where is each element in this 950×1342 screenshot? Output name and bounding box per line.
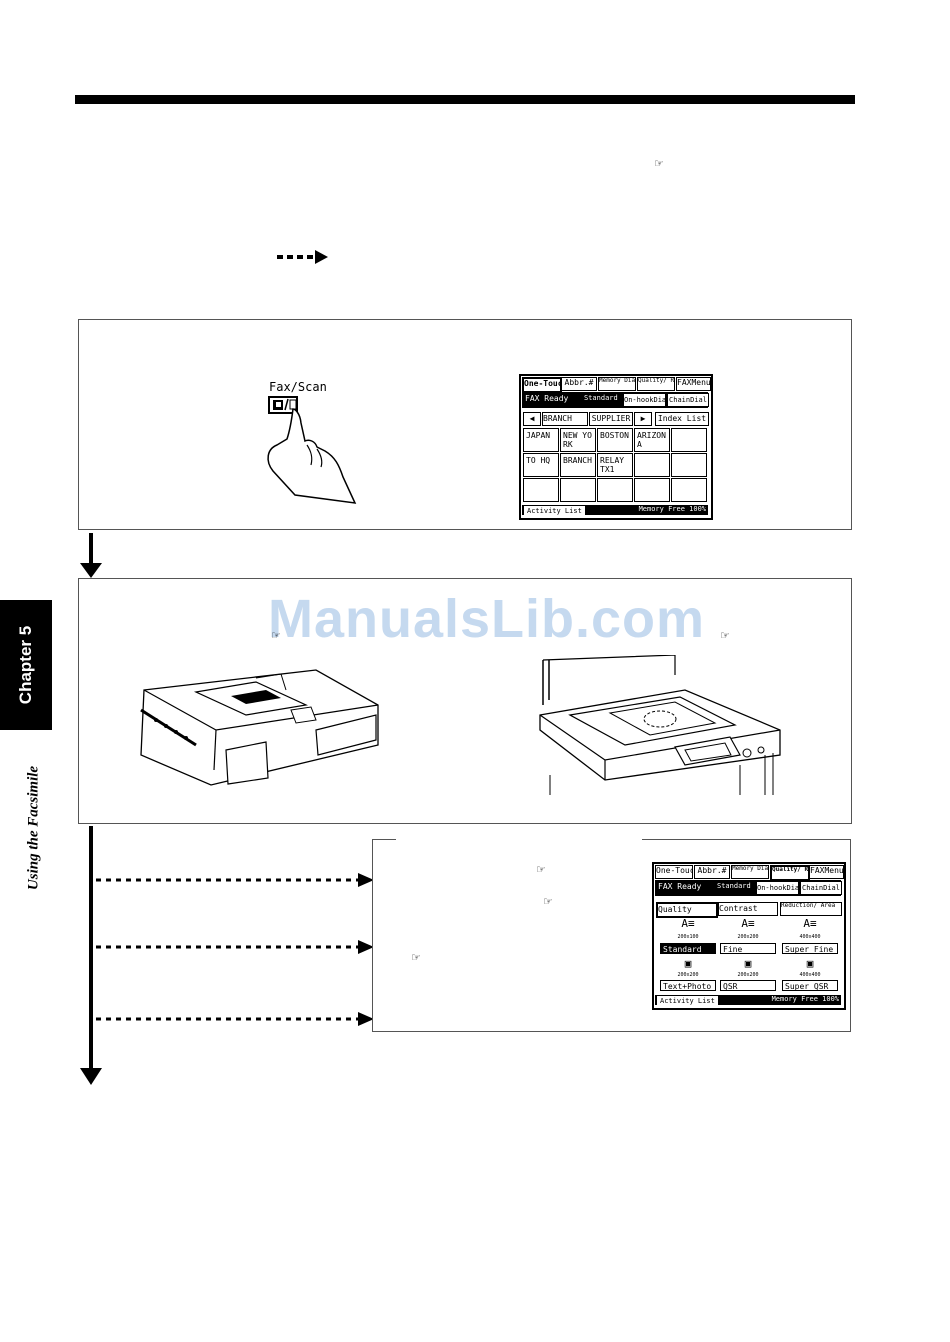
fax-touch-panel-quality: One-Touch Abbr.# Memory Dialing Quality/…: [652, 862, 846, 1010]
fax-touch-panel-one-touch: One-Touch Abbr.# Memory Dialing Quality/…: [519, 374, 713, 520]
memory-free-percent: 100%: [689, 505, 706, 513]
on-hook-dial-button[interactable]: On-hookDial: [623, 393, 666, 407]
memory-free-text: Memory Free 100%: [772, 995, 839, 1003]
dotted-arrow-right-icon: [96, 873, 374, 887]
one-touch-key[interactable]: [560, 478, 596, 502]
text-resolution-icon: A≡: [741, 917, 755, 930]
footer-bar: Activity List Memory Free 100%: [522, 505, 708, 516]
platen-glass-illustration: [539, 655, 781, 795]
dashed-arrow-right-icon: [277, 250, 328, 264]
document-feeder-illustration: [140, 669, 379, 786]
one-touch-key[interactable]: [671, 453, 707, 477]
quality-option-button[interactable]: Standard: [660, 943, 716, 954]
tab-memory-dialing[interactable]: Memory Dialing: [598, 377, 636, 391]
reference-icon: ☞: [654, 157, 664, 170]
prev-arrow-icon[interactable]: ◀: [523, 412, 541, 426]
memory-free-label: Memory Free: [638, 505, 685, 513]
resolution-label: 400x400: [799, 934, 821, 940]
tab-memory-dialing[interactable]: Memory Dialing: [731, 865, 769, 879]
reference-icon: ☞: [271, 629, 281, 642]
box-title-gap: [396, 837, 642, 841]
subtab-contrast[interactable]: Contrast: [718, 902, 778, 916]
tab-quality-reduction[interactable]: Quality/ Reduction: [637, 377, 675, 391]
one-touch-key[interactable]: [634, 478, 670, 502]
quality-option-button[interactable]: Super Fine: [782, 943, 838, 954]
tab-fax-menu[interactable]: FAXMenu: [809, 865, 844, 879]
reference-icon: ☞: [411, 951, 421, 964]
photo-resolution-icon: ▣: [684, 957, 692, 970]
chapter-label: Chapter 5: [16, 625, 35, 705]
watermark-text: ManualsLib.com: [268, 589, 706, 649]
chain-dial-button[interactable]: ChainDial: [667, 393, 709, 407]
step-1-box: [78, 319, 852, 530]
quality-option-button[interactable]: Text+Photo: [660, 980, 716, 991]
resolution-label: 400x400: [799, 972, 821, 978]
mode-text: Standard: [584, 394, 618, 402]
one-touch-key[interactable]: BOSTON: [597, 428, 633, 452]
dotted-arrow-right-icon: [96, 1012, 374, 1026]
status-text: FAX Ready: [658, 882, 702, 891]
group-branch-button[interactable]: BRANCH: [542, 412, 588, 426]
text-resolution-icon: A≡: [803, 917, 817, 930]
subtab-reduction-area[interactable]: Reduction/ Area: [780, 902, 842, 916]
one-touch-key[interactable]: [523, 478, 559, 502]
memory-free-label: Memory Free: [771, 995, 818, 1003]
chain-dial-button[interactable]: ChainDial: [800, 881, 842, 895]
fax-scan-key-label: Fax/Scan: [269, 380, 327, 394]
tab-quality-reduction[interactable]: Quality/ Reduction: [770, 865, 810, 881]
tab-one-touch[interactable]: One-Touch: [655, 865, 693, 879]
one-touch-key[interactable]: JAPAN: [523, 428, 559, 452]
mode-text: Standard: [717, 882, 751, 890]
fax-scan-key-press-illustration: [267, 396, 357, 504]
resolution-label: 200x200: [677, 972, 699, 978]
reference-icon: ☞: [543, 895, 553, 908]
activity-list-button[interactable]: Activity List: [657, 996, 718, 1006]
quality-option-button[interactable]: Super QSR: [782, 980, 838, 991]
header-rule: [75, 95, 855, 104]
one-touch-key[interactable]: [634, 453, 670, 477]
memory-free-text: Memory Free 100%: [639, 505, 706, 513]
tab-abbr[interactable]: Abbr.#: [694, 865, 730, 879]
photo-resolution-icon: ▣: [744, 957, 752, 970]
status-text: FAX Ready: [525, 394, 569, 403]
one-touch-key[interactable]: NEW YO RK: [560, 428, 596, 452]
chapter-tab: Chapter 5: [0, 600, 52, 730]
group-supplier-button[interactable]: SUPPLIER: [589, 412, 633, 426]
activity-list-button[interactable]: Activity List: [524, 506, 585, 516]
reference-icon: ☞: [720, 629, 730, 642]
one-touch-key[interactable]: [671, 428, 707, 452]
tab-one-touch[interactable]: One-Touch: [522, 377, 562, 393]
down-arrow-icon: [80, 533, 102, 578]
photo-resolution-icon: ▣: [806, 957, 814, 970]
one-touch-key[interactable]: TO HQ: [523, 453, 559, 477]
one-touch-key[interactable]: [597, 478, 633, 502]
tab-abbr[interactable]: Abbr.#: [561, 377, 597, 391]
resolution-label: 200x200: [737, 972, 759, 978]
quality-option-button[interactable]: QSR: [720, 980, 776, 991]
main-down-arrow-icon: [80, 826, 102, 1085]
one-touch-key[interactable]: [671, 478, 707, 502]
one-touch-key[interactable]: BRANCH: [560, 453, 596, 477]
resolution-label: 200x100: [677, 934, 699, 940]
quality-option-button[interactable]: Fine: [720, 943, 776, 954]
resolution-label: 200x200: [737, 934, 759, 940]
reference-icon: ☞: [536, 863, 546, 876]
next-arrow-icon[interactable]: ▶: [634, 412, 652, 426]
section-title: Using the Facsimile: [25, 765, 42, 891]
on-hook-dial-button[interactable]: On-hookDial: [756, 881, 799, 895]
memory-free-percent: 100%: [822, 995, 839, 1003]
one-touch-key[interactable]: RELAY TX1: [597, 453, 633, 477]
subtab-quality[interactable]: Quality: [656, 902, 718, 918]
tab-fax-menu[interactable]: FAXMenu: [676, 377, 711, 391]
index-list-button[interactable]: Index List: [655, 412, 709, 426]
dotted-arrow-right-icon: [96, 940, 374, 954]
text-resolution-icon: A≡: [681, 917, 695, 930]
one-touch-key[interactable]: ARIZON A: [634, 428, 670, 452]
footer-bar: Activity List Memory Free 100%: [655, 995, 841, 1006]
